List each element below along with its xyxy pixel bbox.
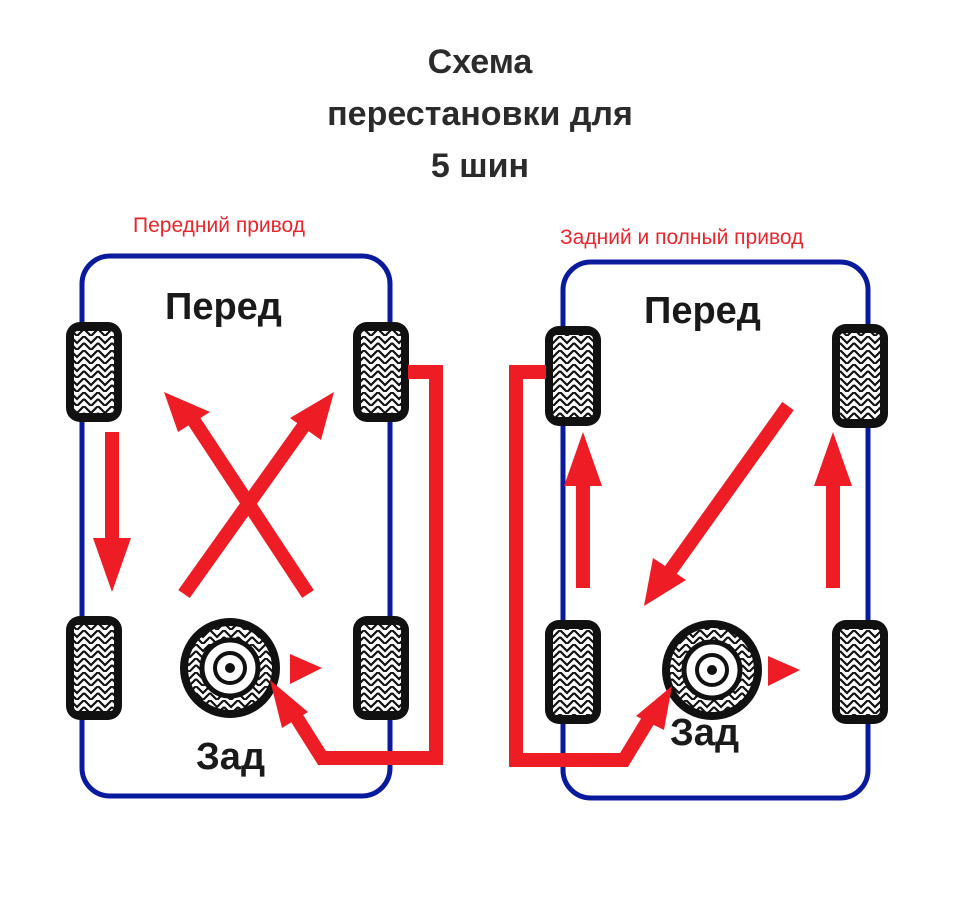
right-rear-label: Зад	[670, 712, 740, 754]
left-cross-arrow-2-shaft	[178, 415, 314, 599]
left-drive-label: Передний привод	[133, 214, 305, 237]
left-fl-to-rl-arrow-head	[93, 538, 131, 592]
right-rl-to-fl-arrow-shaft	[576, 482, 590, 588]
left-fr-to-spare-arrow-head	[270, 680, 308, 728]
right-front-left-tire	[545, 326, 601, 426]
right-rr-to-fr-arrow-shaft	[826, 482, 840, 588]
right-drive-label: Задний и полный привод	[560, 226, 804, 249]
right-front-label: Перед	[644, 290, 761, 332]
right-fl-to-spare-arrow-head	[636, 686, 672, 730]
left-arrows	[93, 365, 443, 765]
right-diagonal-arrow-shaft	[662, 401, 794, 579]
left-fl-to-rl-arrow-shaft	[105, 432, 119, 544]
right-rear-right-tire	[832, 620, 888, 724]
right-spare-tire	[662, 620, 762, 720]
right-rr-to-fr-arrow-head	[814, 432, 852, 486]
diagram-title: Схема перестановки для 5 шин	[0, 36, 960, 192]
right-spare-to-rr-arrow-head	[768, 656, 800, 686]
right-rl-to-fl-arrow-head	[564, 432, 602, 486]
left-spare-to-rr-arrow-head	[290, 654, 322, 684]
left-cross-arrow-2-head	[290, 392, 334, 440]
left-rear-left-tire	[66, 616, 122, 720]
right-front-right-tire	[832, 324, 888, 428]
left-car-outline	[79, 253, 393, 799]
title-line-2: перестановки для	[327, 95, 633, 133]
left-front-right-tire	[353, 322, 409, 422]
right-rear-left-tire	[545, 620, 601, 724]
left-rear-right-tire	[353, 616, 409, 720]
left-front-label: Перед	[165, 286, 282, 328]
right-diagonal-arrow-head	[644, 558, 686, 606]
right-diagram	[509, 259, 888, 801]
left-diagram	[66, 253, 443, 799]
left-rear-label: Зад	[196, 736, 266, 778]
left-fr-to-spare-arrow-shaft	[282, 365, 443, 765]
title-line-3: 5 шин	[430, 147, 530, 185]
left-front-left-tire	[66, 322, 122, 422]
right-arrows	[509, 365, 852, 767]
right-car-outline	[560, 259, 871, 801]
right-fl-to-spare-arrow-shaft	[509, 365, 658, 767]
left-cross-arrow-1-head	[164, 392, 210, 432]
title-line-1: Схема	[427, 43, 533, 81]
left-spare-tire	[180, 618, 280, 718]
